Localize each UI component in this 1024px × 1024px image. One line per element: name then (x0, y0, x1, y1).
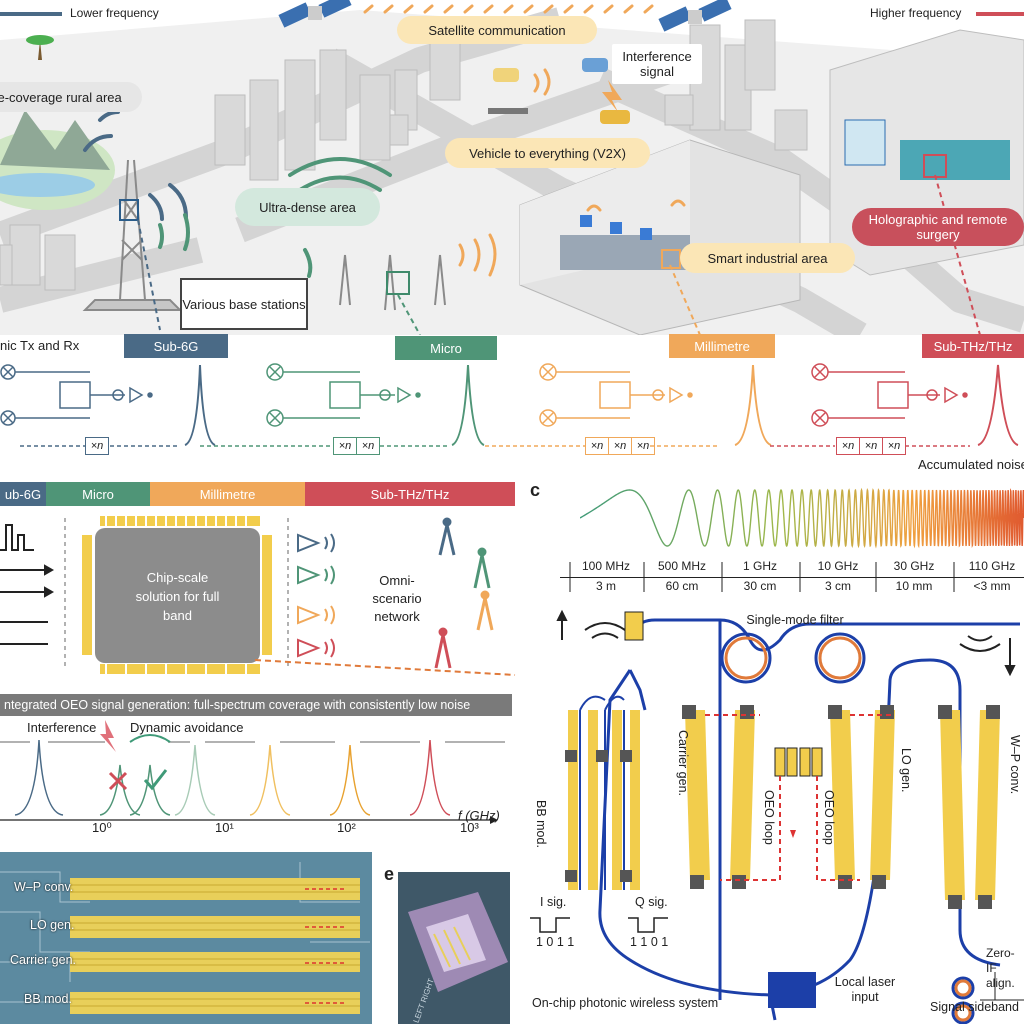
chip-label: Chip-scale solution for full band (135, 570, 220, 623)
band-tab-subthz: Sub-THz/THz (922, 334, 1024, 358)
ultra-dense-label: Ultra-dense area (235, 188, 380, 226)
sideband-label: Signal sideband (930, 1000, 1019, 1014)
single-mode-label: Single-mode filter (746, 613, 844, 627)
multiplier-box: ×n (631, 437, 655, 455)
multiplier-box: ×n (608, 437, 632, 455)
panel-a-circuits (0, 363, 1019, 447)
chip (95, 528, 260, 663)
oeo-loop-label-1: OEO loop (762, 790, 776, 845)
panel-d-photo (0, 852, 372, 1024)
v2x-label: Vehicle to everything (V2X) (445, 138, 650, 168)
accumulated-noise-label: Accumulated noise (918, 457, 1024, 472)
panel-b-graphics (0, 516, 516, 676)
base-stations-label: Various base stations (180, 278, 308, 330)
tick-label: 10⁰ (92, 820, 112, 835)
q-bits-label: 1 1 0 1 (630, 935, 669, 949)
multiplier-box: ×n (859, 437, 883, 455)
rural-area-label: de-coverage rural area (0, 82, 142, 112)
panel-a-title: nic Tx and Rx (0, 338, 80, 353)
band-tab-millimetre: Millimetre (669, 334, 775, 358)
freq-dividers (569, 562, 955, 592)
laser-label: Local laser input (834, 975, 896, 1004)
factory (519, 139, 801, 335)
x-axis-label: f (GHz) (458, 808, 500, 823)
interference-label: Interference (27, 720, 97, 735)
avoidance-label: Dynamic avoidance (130, 720, 244, 735)
laser-block (768, 972, 816, 1008)
tick-label: 10² (337, 820, 356, 835)
row-label-wp-conv: W–P conv. (14, 880, 74, 894)
multiplier-box: ×n (356, 437, 380, 455)
industrial-label: Smart industrial area (680, 243, 855, 273)
band-bar-millimetre: Millimetre (150, 482, 305, 506)
row-label-lo-gen: LO gen. (30, 918, 75, 932)
photonic-circuit (530, 609, 1024, 1024)
band-tab-micro: Micro (395, 336, 497, 360)
q-sig-label: Q sig. (635, 895, 668, 909)
legend-lower-line (0, 12, 62, 16)
wp-conv-label: W–P conv. (1008, 735, 1022, 795)
legend-higher-label: Higher frequency (870, 6, 962, 20)
panel-c-label: c (530, 480, 541, 500)
i-bits-label: 1 0 1 1 (536, 935, 575, 949)
satellite-label: Satellite communication (397, 16, 597, 44)
band-bar-sub6g: ub-6G (0, 482, 46, 506)
satellite-icon (278, 0, 352, 28)
freq-col: 110 GHz<3 mm (968, 559, 1016, 593)
lo-gen-label: LO gen. (899, 748, 913, 793)
band-tab-sub6g: Sub-6G (124, 334, 228, 358)
zero-if-label: Zero-IF align. (986, 946, 1015, 990)
satellite-icon (658, 0, 732, 32)
system-label: On-chip photonic wireless system (532, 996, 719, 1010)
legend-lower-label: Lower frequency (70, 6, 159, 20)
multiplier-box: ×n (333, 437, 357, 455)
panel-e-label: e (384, 864, 395, 884)
multiplier-box: ×n (836, 437, 860, 455)
chirp-wave (580, 487, 1024, 549)
row-label-bb-mod: BB mod. (24, 992, 72, 1006)
spectrum-plot (0, 720, 505, 824)
oeo-banner: ntegrated OEO signal generation: full-sp… (0, 694, 512, 716)
bb-mod-label: BB mod. (534, 800, 548, 848)
multiplier-box: ×n (585, 437, 609, 455)
network-label: Omni-scenario network (372, 573, 422, 624)
panel-e-photo: LEFT RIGHT (398, 872, 510, 1024)
freq-scale-line (560, 577, 1024, 578)
row-label-carrier-gen: Carrier gen. (10, 953, 76, 967)
i-sig-label: I sig. (540, 895, 567, 909)
legend-higher-line (976, 12, 1024, 16)
band-bar-subthz: Sub-THz/THz (305, 482, 515, 506)
tick-label: 10³ (460, 820, 479, 835)
tick-label: 10¹ (215, 820, 234, 835)
carrier-gen-label: Carrier gen. (676, 730, 690, 796)
multiplier-box: ×n (882, 437, 906, 455)
interference-signal-label: Interference signal (612, 44, 702, 84)
band-bar-micro: Micro (46, 482, 150, 506)
multiplier-box: ×n (85, 437, 109, 455)
surgery-label: Holographic and remote surgery (852, 208, 1024, 246)
oeo-loop-label-2: OEO loop (822, 790, 836, 845)
